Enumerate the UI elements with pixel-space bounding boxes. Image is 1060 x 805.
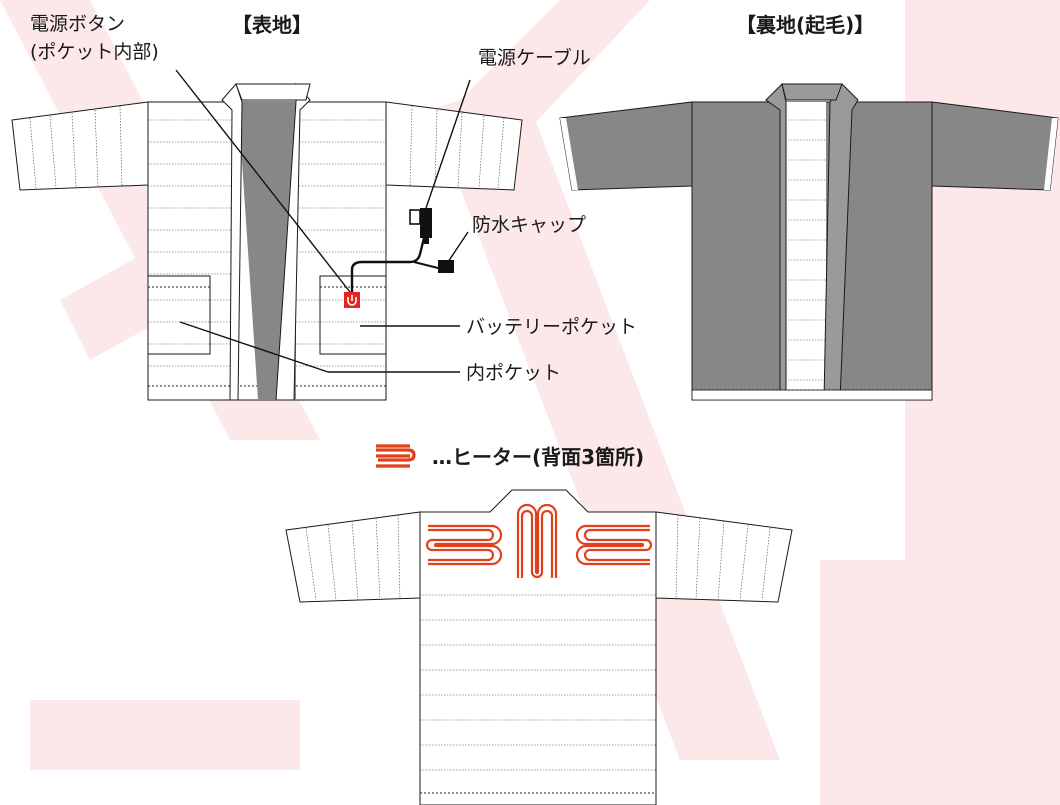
back-body-stitching (420, 594, 656, 771)
heater-left (425, 524, 503, 566)
back-left-sleeve (285, 511, 421, 603)
back-right-sleeve (655, 511, 793, 603)
waterproof-cap-icon (438, 260, 454, 273)
waterproof-cap-label: 防水キャップ (472, 214, 586, 236)
lining-title: 【裏地(起毛)】 (736, 13, 874, 37)
lining-jacket (559, 83, 1059, 401)
power-button-sublabel: (ポケット内部) (30, 41, 159, 63)
back-body (419, 489, 657, 805)
front-title: 【表地】 (232, 13, 312, 37)
back-sleeve-stitching (305, 514, 771, 601)
power-cable-label: 電源ケーブル (478, 46, 591, 69)
heater-center (516, 503, 558, 579)
battery-pocket-label: バッテリーポケット (466, 316, 637, 338)
inner-pocket (147, 275, 211, 355)
back-jacket (285, 489, 793, 805)
lining-left-sleeve (559, 101, 693, 191)
front-sleeve-stitching (29, 105, 505, 189)
lining-back-stitching (782, 119, 826, 381)
power-cable (350, 237, 426, 292)
inner-pocket-label: 内ポケット (466, 362, 561, 384)
heater-coil-icon (376, 444, 416, 468)
power-switch-icon (344, 292, 360, 308)
front-right-lapel (275, 82, 311, 401)
front-jacket (11, 82, 523, 401)
power-button-label: 電源ボタン (30, 13, 125, 35)
heater-legend-label: …ヒーター(背面3箇所) (432, 445, 644, 469)
lining-right-sleeve (931, 101, 1059, 191)
cable-plug-icon (409, 208, 432, 244)
heater-right (575, 524, 653, 566)
front-leader-lines (175, 69, 471, 373)
